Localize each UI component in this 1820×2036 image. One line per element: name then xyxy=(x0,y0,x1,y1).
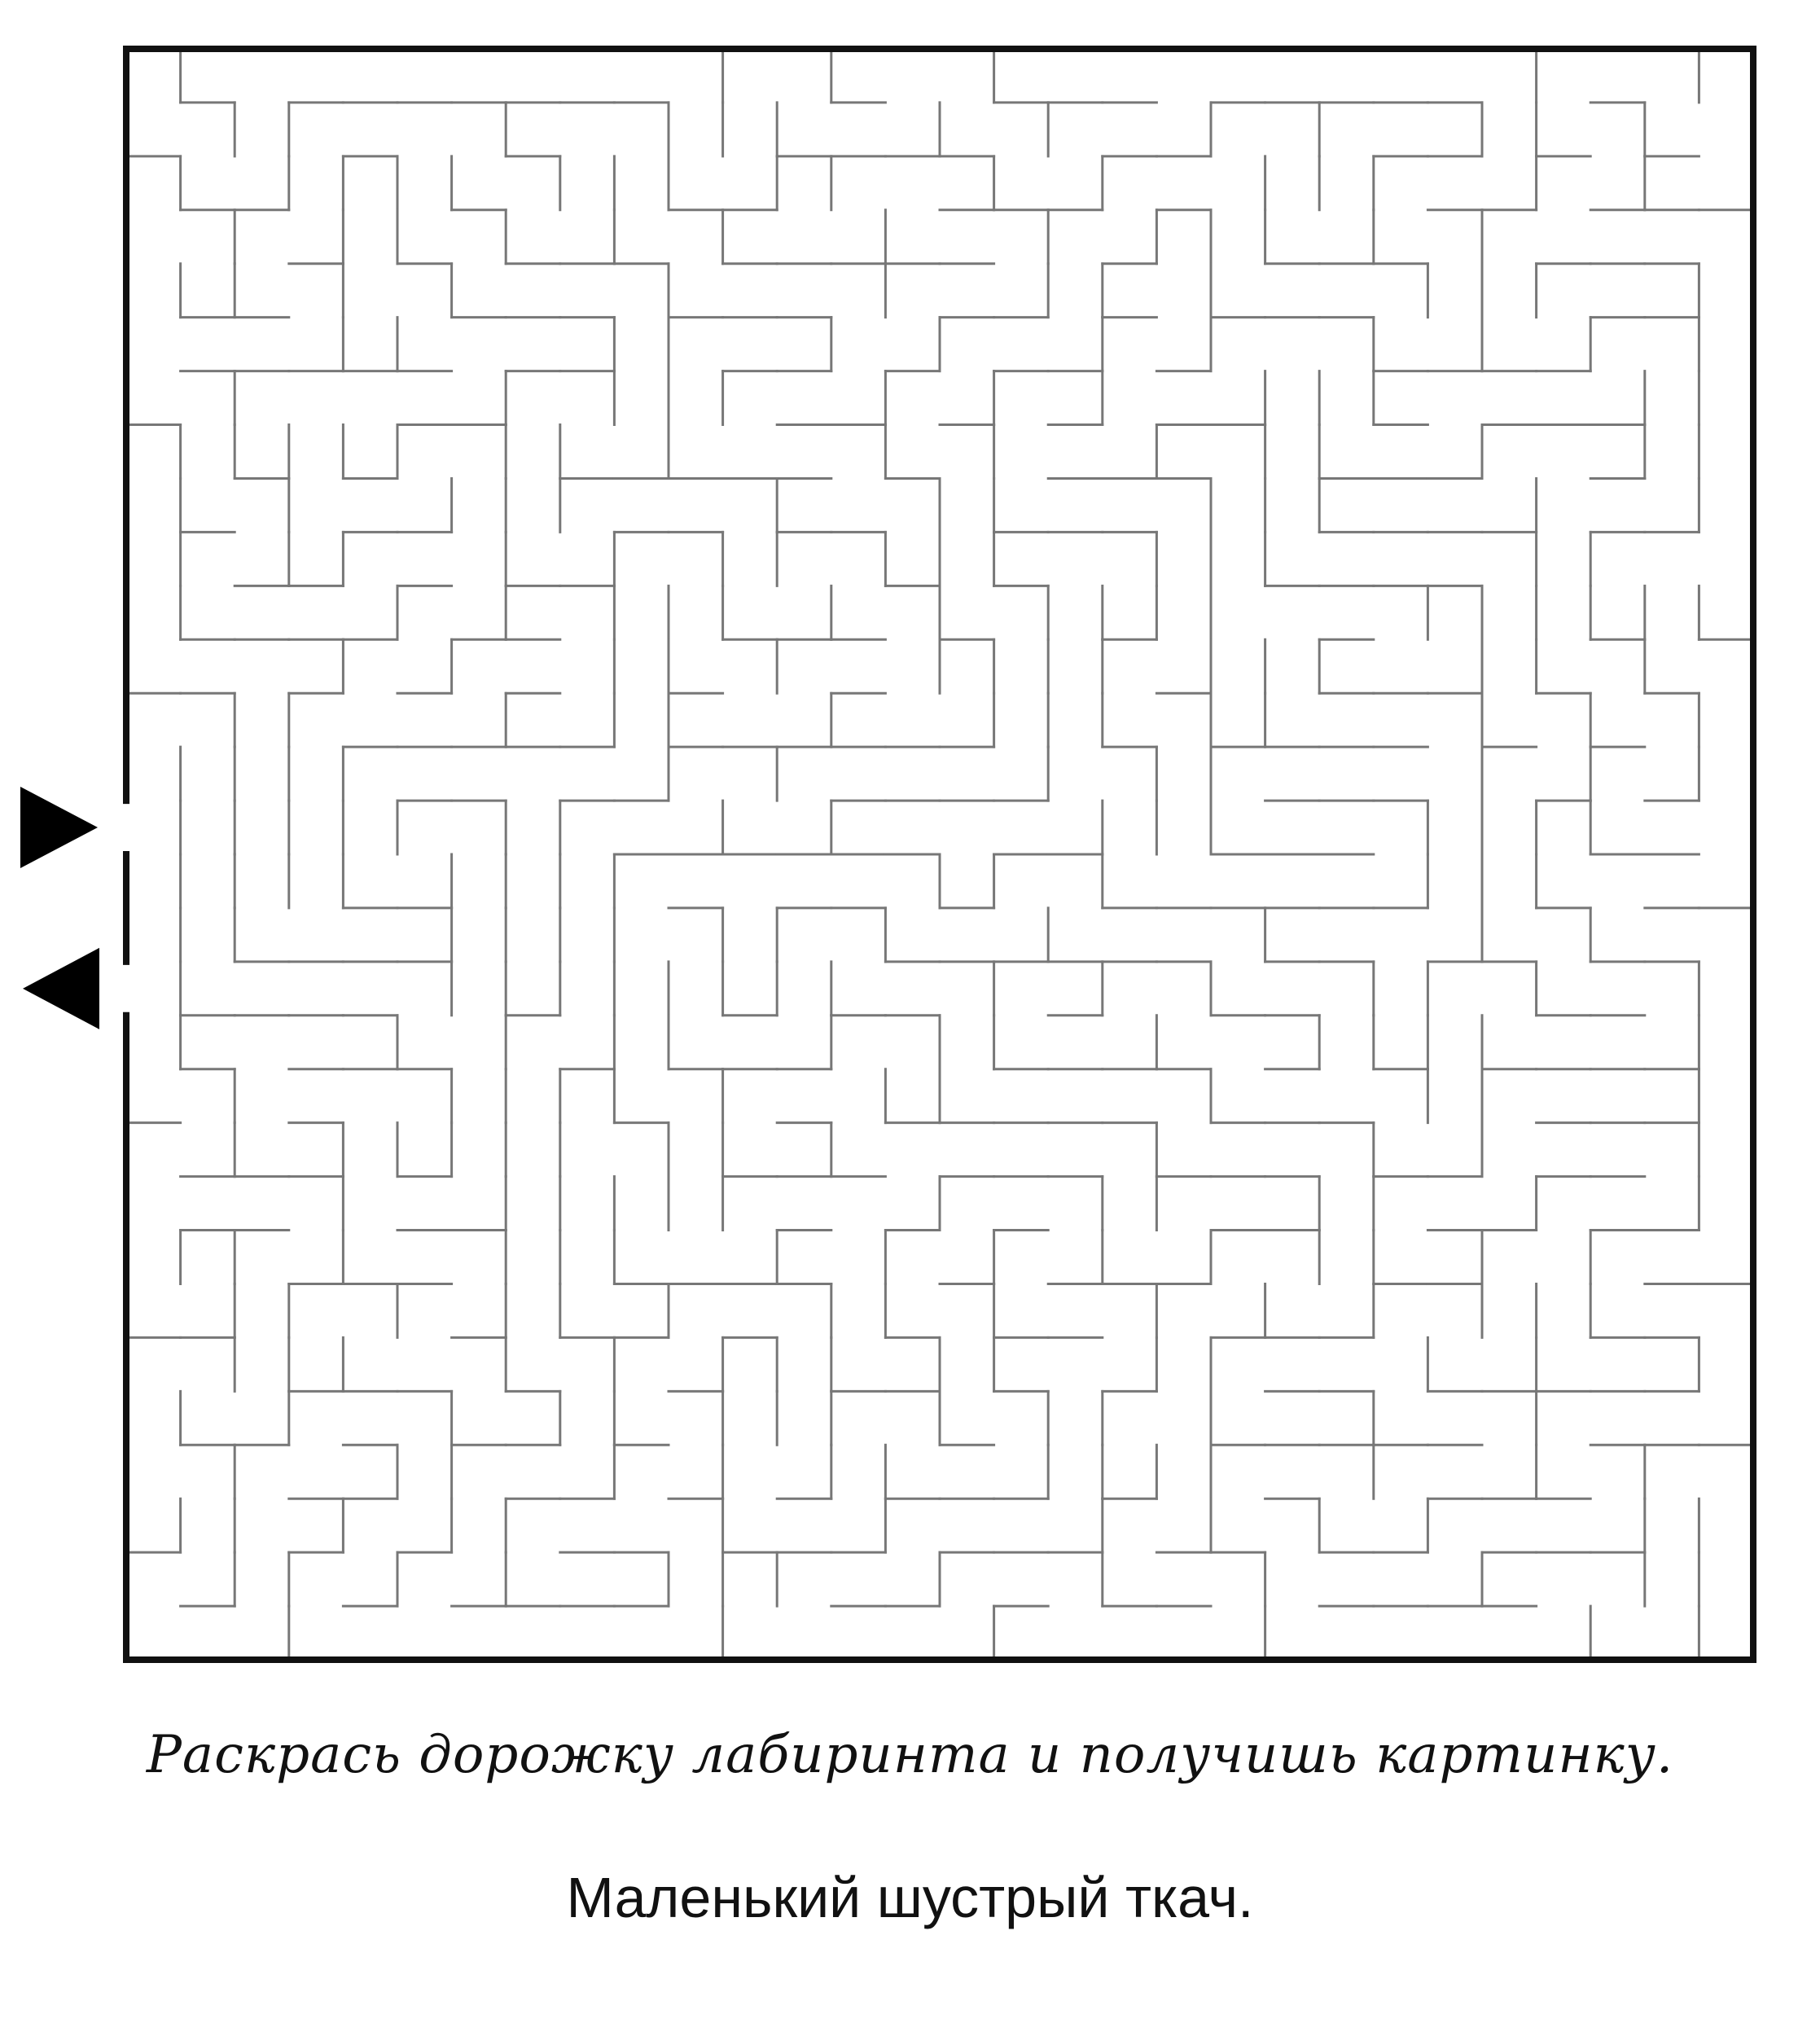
instruction-text: Раскрась дорожку лабиринта и получишь ка… xyxy=(146,1725,1674,1785)
entrance-arrow-icon xyxy=(20,787,98,869)
maze-border xyxy=(123,46,1756,1663)
exit-arrow-icon xyxy=(23,947,99,1029)
maze-walls xyxy=(125,47,1755,1661)
picture-caption: Маленький шустрый ткач. xyxy=(566,1866,1254,1929)
